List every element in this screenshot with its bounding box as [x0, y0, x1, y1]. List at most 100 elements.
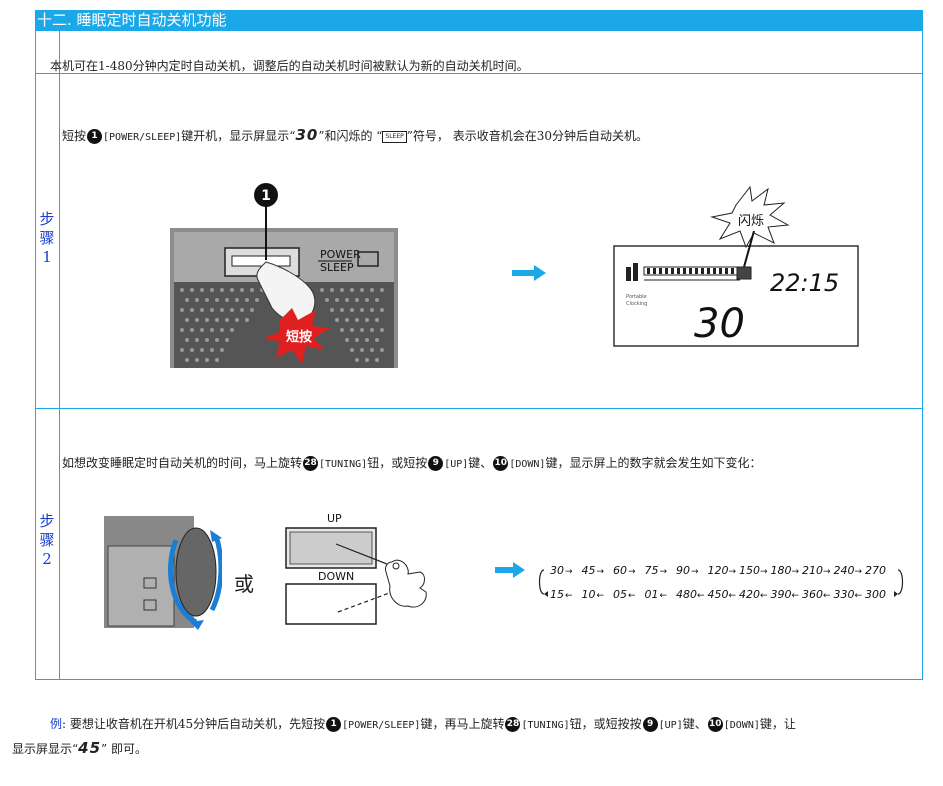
- circled-number-icon: 1: [326, 717, 342, 732]
- sequence-arrow-icon: →: [729, 567, 737, 577]
- text-segment: 键，显示屏上的数字就会发生如下变化：: [545, 456, 762, 470]
- tuning-knob-illustration: [104, 516, 222, 630]
- step2-label-number: 2: [42, 550, 52, 568]
- step2-label: 步 骤 2: [35, 512, 59, 569]
- row-divider: [36, 408, 922, 409]
- instruction-table: [35, 31, 923, 680]
- sequence-arrow-icon: ←: [565, 591, 573, 601]
- sequence-arrow-icon: ←: [597, 591, 605, 601]
- jack-icon: [143, 599, 157, 611]
- sequence-arrow-icon: →: [565, 567, 573, 577]
- sequence-bottom-value: 05: [613, 588, 627, 601]
- sequence-bottom-value: 360: [802, 588, 823, 601]
- sequence-arrow-icon: ←: [760, 591, 768, 601]
- side-button: [357, 251, 379, 267]
- sequence-arrow-icon: ←: [697, 591, 705, 601]
- key-name: [DOWN]: [723, 720, 760, 731]
- key-name: [POWER/SLEEP]: [103, 132, 182, 143]
- step2-label-char: 骤: [39, 531, 55, 549]
- example-lead: 例: [50, 717, 63, 731]
- sequence-arrow-icon: ←: [628, 591, 636, 601]
- down-button[interactable]: [285, 583, 377, 625]
- sequence-bottom-value: 330: [834, 588, 855, 601]
- sequence-top-value: 60: [613, 564, 627, 577]
- fingertip: [392, 562, 400, 570]
- lcd-sleep-icon: [736, 266, 752, 280]
- sequence-top-value: 150: [739, 564, 760, 577]
- text-segment: ” 即可。: [101, 742, 147, 756]
- down-label: DOWN: [318, 570, 354, 583]
- sequence-bottom-row: 15←10←05←01←480←450←420←390←360←330←300: [550, 588, 886, 601]
- step1-label-number: 1: [42, 248, 52, 266]
- text-segment: 键、: [468, 456, 493, 470]
- sequence-arrow-icon: →: [660, 567, 668, 577]
- up-pointer: [335, 543, 393, 567]
- key-name: [TUNING]: [521, 720, 570, 731]
- up-label: UP: [327, 512, 342, 525]
- signal-icon: [626, 263, 638, 281]
- burst-label: 短按: [286, 329, 312, 345]
- step1-label-char: 步: [39, 210, 55, 228]
- text-segment: 如想改变睡眠定时自动关机的时间，马上旋转: [62, 456, 303, 470]
- sequence-bottom-value: 420: [739, 588, 760, 601]
- key-name: [UP]: [444, 459, 469, 470]
- lcd-small-label: Portable: [626, 294, 647, 300]
- sequence-top-value: 240: [834, 564, 855, 577]
- sequence-top-value: 270: [865, 564, 886, 577]
- sequence-bottom-value: 390: [771, 588, 792, 601]
- text-segment: 钮，或短按按: [569, 717, 642, 731]
- sequence-top-value: 180: [771, 564, 792, 577]
- radio-button-illustration: POWER SLEEP 1 短按: [170, 183, 398, 368]
- sequence-arrow-icon: ←: [855, 591, 863, 601]
- sequence-top-row: 30→45→60→75→90→120→150→180→210→240→270: [550, 564, 886, 577]
- lcd-small-label: Clocking: [626, 301, 647, 307]
- step1-label-char: 骤: [39, 229, 55, 247]
- sequence-bottom-value: 450: [708, 588, 729, 601]
- key-name: [DOWN]: [509, 459, 546, 470]
- sequence-arrow-icon: ←: [792, 591, 800, 601]
- sequence-arrow-icon: ←: [660, 591, 668, 601]
- up-button-face: [289, 531, 373, 565]
- sequence-bottom-value: 15: [550, 588, 564, 601]
- lcd-time: 22:15: [770, 269, 839, 297]
- sequence-arrow-icon: →: [597, 567, 605, 577]
- lcd-sleep-value: 30: [694, 301, 745, 347]
- key-name: [UP]: [658, 720, 683, 731]
- sequence-arrow-icon: →: [855, 567, 863, 577]
- sequence-arrow-icon: →: [628, 567, 636, 577]
- circled-number-icon: 10: [707, 717, 723, 732]
- text-segment: 显示屏显示“: [12, 742, 79, 756]
- tuning-knob[interactable]: [175, 527, 217, 617]
- section-header: 十二. 睡眠定时自动关机功能: [35, 10, 923, 31]
- down-pointer: [337, 591, 393, 613]
- flash-burst-icon: [710, 185, 790, 249]
- text-segment: 键开机，显示屏显示“: [181, 129, 296, 143]
- sleep-icon: SLEEP: [382, 130, 407, 143]
- press-burst-icon: [264, 308, 330, 364]
- text-segment: : 要想让收音机在开机45分钟后自动关机，先短按: [62, 717, 326, 731]
- sequence-top-value: 120: [708, 564, 729, 577]
- rotate-arrow-icon: [209, 535, 222, 612]
- sequence-arrow-icon: →: [792, 567, 800, 577]
- lcd-display-illustration: 闪烁 Portable Clocking 22:15 30: [613, 185, 859, 347]
- circled-number-icon: 9: [428, 456, 444, 471]
- power-sleep-button-face: [231, 255, 291, 267]
- text-segment: ”符号， 表示收音机会在30分钟后自动关机。: [406, 129, 648, 143]
- arrow-right-icon: [495, 562, 525, 578]
- arrowhead: [210, 530, 222, 542]
- sequence-arrow-icon: ←: [729, 591, 737, 601]
- marker-number: 1: [261, 188, 271, 204]
- sequence-bottom-value: 300: [865, 588, 886, 601]
- text-segment: 键、: [682, 717, 707, 731]
- button-label-power: POWER: [320, 248, 361, 261]
- arrowhead: [894, 591, 898, 597]
- sequence-bottom-value: 10: [582, 588, 596, 601]
- row-divider: [36, 73, 922, 74]
- sequence-top-value: 45: [582, 564, 596, 577]
- key-name: [POWER/SLEEP]: [342, 720, 421, 731]
- sequence-top-value: 210: [802, 564, 823, 577]
- circled-number-icon: 10: [493, 456, 509, 471]
- pointing-hand-icon: [385, 559, 427, 608]
- intro-text: 本机可在1-480分钟内定时自动关机，调整后的自动关机时间被默认为新的自动关机时…: [50, 59, 529, 73]
